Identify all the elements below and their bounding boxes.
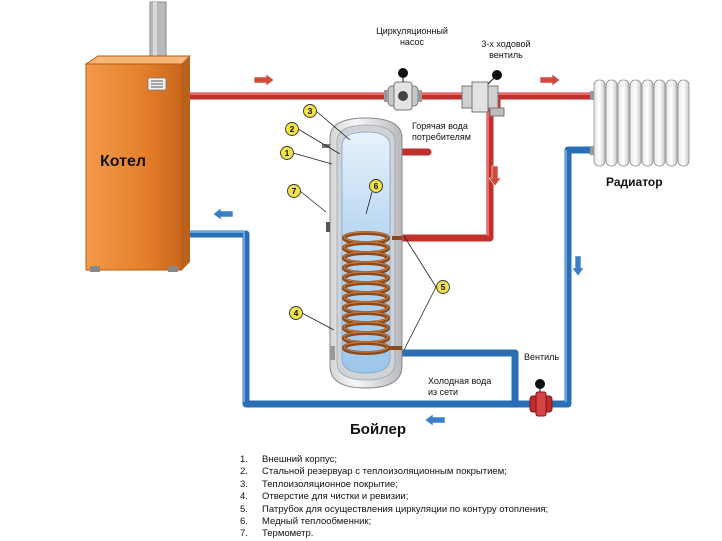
svg-text:4: 4 [294, 308, 299, 318]
pump-line: Циркуляционный [376, 26, 448, 36]
radiator-fin [641, 79, 654, 167]
marker-6: 6 [369, 179, 383, 193]
circulation-pump [384, 68, 422, 111]
flow-arrow-icon [539, 73, 561, 87]
valve3-line: 3-х ходовой [481, 39, 530, 49]
cold_water-line: Холодная вода [428, 376, 491, 386]
hot_water-line: Горячая вода [412, 121, 468, 131]
marker-1: 1 [280, 146, 294, 160]
inspection-hatch-icon [330, 346, 335, 360]
flow-arrow-icon [424, 413, 446, 427]
svg-text:6: 6 [374, 181, 379, 191]
legend-item: 4. Отверстие для чистки и ревизии; [240, 491, 548, 503]
radiator-fin [605, 79, 618, 167]
legend-number: 1. [240, 454, 248, 465]
radiator-fin [677, 79, 690, 167]
copper-coil [342, 231, 402, 355]
marker-3: 3 [303, 104, 317, 118]
legend-item: 6. Медный теплообменник; [240, 516, 548, 528]
radiator-fin [653, 79, 666, 167]
svg-text:5: 5 [441, 282, 446, 292]
legend-text: Стальной резервуар с теплоизоляционным п… [262, 466, 507, 478]
legend-number: 4. [240, 491, 248, 503]
legend-number: 6. [240, 516, 248, 528]
kotel-label: Котел [100, 153, 146, 170]
thermometer-icon [326, 222, 330, 232]
radiator-label: Радиатор [606, 175, 663, 189]
legend-text: Отверстие для чистки и ревизии; [262, 491, 409, 503]
legend-text: Внешний корпус; [262, 454, 337, 465]
pump-line: насос [400, 37, 425, 47]
chimney [149, 1, 167, 65]
radiator-fin [665, 79, 678, 167]
marker-7: 7 [287, 184, 301, 198]
flow-arrow-icon [253, 73, 275, 87]
three-way-valve [461, 70, 505, 117]
tank-label: Бойлер [350, 421, 406, 438]
legend-number: 3. [240, 478, 248, 490]
radiator [590, 79, 690, 167]
boiler-tank [322, 117, 403, 389]
cold_water-line: из сети [428, 387, 458, 397]
svg-text:1: 1 [285, 148, 290, 158]
marker-5: 5 [436, 280, 450, 294]
legend-text: Теплоизоляционное покрытие; [262, 478, 398, 490]
radiator-fin [617, 79, 630, 167]
legend-item: 5. Патрубок для осуществления циркуляции … [240, 504, 548, 516]
marker-4: 4 [289, 306, 303, 320]
flow-arrow-icon [571, 255, 585, 277]
leader-lines [292, 110, 437, 351]
valve-label: Вентиль [524, 352, 559, 362]
numbered-markers: 1 2 3 4 5 6 7 [280, 104, 450, 320]
legend-number: 5. [240, 503, 248, 515]
legend-item: 2. Стальной резервуар с теплоизоляционным… [240, 466, 548, 478]
legend-item: 3. Теплоизоляционное покрытие; [240, 479, 548, 491]
legend-number: 7. [240, 528, 248, 540]
legend-item: 1. Внешний корпус; [240, 454, 548, 466]
legend-number: 2. [240, 466, 248, 478]
legend-item: 7. Термометр. [240, 528, 548, 540]
shutoff-valve [529, 379, 553, 417]
kotel-boiler: Котел [84, 55, 192, 272]
marker-2: 2 [285, 122, 299, 136]
legend-text: Патрубок для осуществления циркуляции по… [262, 503, 549, 515]
svg-text:3: 3 [308, 106, 313, 116]
hot_water-line: потребителям [412, 132, 471, 142]
legend-text: Термометр. [262, 528, 314, 540]
radiator-fin [629, 79, 642, 167]
flow-arrow-icon [212, 207, 234, 221]
legend-text: Медный теплообменник; [262, 516, 372, 528]
svg-text:7: 7 [292, 186, 297, 196]
legend-list: 1. Внешний корпус; 2. Стальной резервуар с … [240, 454, 548, 541]
svg-text:2: 2 [290, 124, 295, 134]
valve3-line: вентиль [489, 50, 523, 60]
radiator-fin [593, 79, 606, 167]
flow-arrows [212, 73, 585, 427]
flow-arrow-icon [488, 165, 502, 187]
